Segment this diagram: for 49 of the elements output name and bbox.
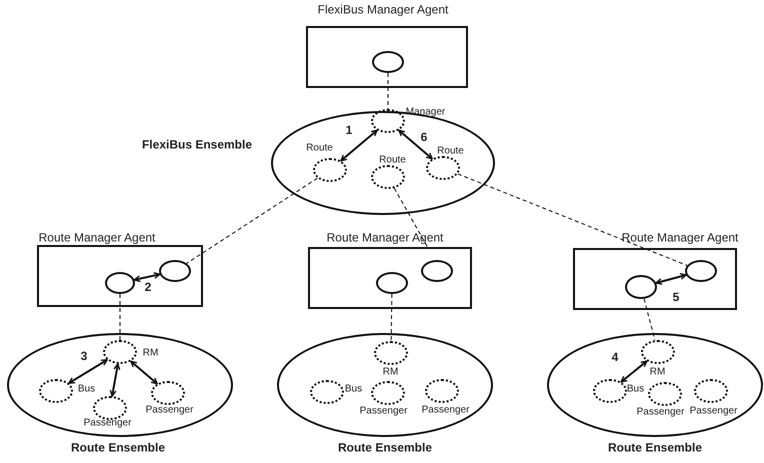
step-number: 1 xyxy=(346,123,352,137)
component-label: Passenger xyxy=(360,405,408,416)
agent-ellipse xyxy=(159,260,191,282)
dashed-connector xyxy=(394,188,428,248)
component-label: Passenger xyxy=(636,406,684,417)
component-label: Passenger xyxy=(422,404,470,415)
double-arrow xyxy=(68,358,108,384)
component-label: Route xyxy=(379,154,406,165)
component-label: Passenger xyxy=(690,405,738,416)
ensemble-title: Route Ensemble xyxy=(70,441,166,455)
component-label: Bus xyxy=(78,383,96,394)
double-arrow xyxy=(398,129,433,160)
step-number: 3 xyxy=(80,349,88,363)
agent-ellipse xyxy=(421,260,453,282)
step-number: 4 xyxy=(612,350,618,364)
agent-ellipse xyxy=(105,272,135,294)
component-label: RM xyxy=(142,347,158,358)
agent-ellipse xyxy=(685,260,717,282)
component-label: Bus xyxy=(344,383,362,394)
agent-ellipse xyxy=(625,275,657,299)
ensemble-title: FlexiBus Ensemble xyxy=(142,138,252,152)
component-label: RM xyxy=(650,366,666,377)
dashed-connector xyxy=(457,173,688,266)
component-label: Passenger xyxy=(84,417,132,428)
step-number: 5 xyxy=(672,290,680,304)
ensemble-title: Route Ensemble xyxy=(608,441,702,455)
component-label: Bus xyxy=(626,383,644,394)
dashed-connector xyxy=(186,178,318,264)
double-arrow xyxy=(134,272,160,282)
component-label: RM xyxy=(382,366,398,377)
agent-ellipse xyxy=(372,51,404,73)
double-arrow xyxy=(340,129,378,162)
agent-title: Route Manager Agent xyxy=(622,231,738,245)
component-label: Route xyxy=(306,142,333,153)
double-arrow xyxy=(655,273,687,285)
double-arrow xyxy=(130,360,158,384)
component-label: Passenger xyxy=(146,404,194,415)
agent-title: Route Manager Agent xyxy=(38,231,156,245)
component-label: Route xyxy=(437,145,464,156)
step-number: 6 xyxy=(420,130,428,144)
ensemble-title: Route Ensemble xyxy=(338,441,432,455)
agent-title: FlexiBus Manager Agent xyxy=(318,3,448,17)
double-arrow xyxy=(110,363,120,397)
component-label: Manager xyxy=(406,106,446,117)
agent-ellipse xyxy=(376,272,408,294)
dashed-connector xyxy=(644,298,656,341)
dashed-connector xyxy=(390,294,392,342)
step-number: 2 xyxy=(144,280,152,294)
agent-title: Route Manager Agent xyxy=(326,231,444,245)
